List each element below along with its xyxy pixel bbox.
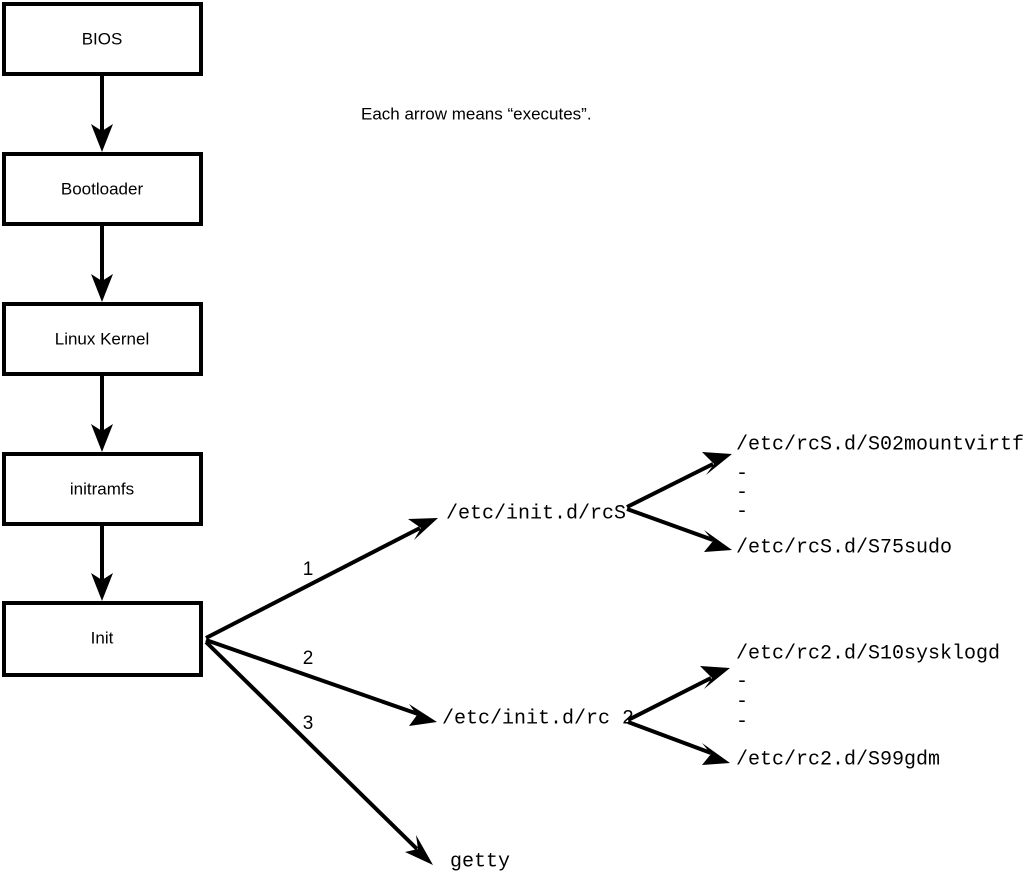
stage-box-linux-kernel: Linux Kernel (2, 302, 203, 376)
label-init-d-rcs: /etc/init.d/rcS (446, 502, 626, 525)
kernel-box-label: Linux Kernel (55, 329, 150, 348)
bootloader-box-outline (2, 152, 203, 226)
arrow-rc2-to-first-script (627, 666, 730, 722)
arrowhead-branch-3 (405, 835, 433, 865)
arrowhead-rc2-last (702, 743, 730, 765)
branch-number-3: 3 (303, 713, 314, 734)
arrowhead-branch-2 (409, 704, 437, 726)
initramfs-box-outline (2, 452, 203, 526)
arrowhead-bootloader-kernel (91, 274, 113, 302)
init-box-outline (2, 601, 203, 677)
initramfs-box-label: initramfs (70, 479, 134, 498)
label-rc2-last-script: /etc/rc2.d/S99gdm (736, 748, 940, 771)
label-rcs-last-script: /etc/rcS.d/S75sudo (736, 536, 952, 559)
arrow-rcs-to-first-script (626, 452, 732, 509)
arrowhead-initramfs-init (91, 573, 113, 601)
stage-box-bios: BIOS (2, 2, 203, 76)
branch-number-2: 2 (303, 648, 314, 669)
bios-box-outline (2, 2, 203, 76)
stage-box-bootloader: Bootloader (2, 152, 203, 226)
kernel-box-outline (2, 302, 203, 376)
arrowhead-rc2-first (700, 666, 730, 689)
rc2-ellipsis-dash-3: - (736, 710, 748, 733)
branch-number-1: 1 (303, 559, 314, 580)
bios-box-label: BIOS (82, 29, 123, 48)
rcs-ellipsis-dash-3: - (736, 500, 748, 523)
arrow-initramfs-to-init (91, 526, 113, 601)
diagram-caption: Each arrow means “executes”. (361, 104, 592, 123)
label-init-d-rc2: /etc/init.d/rc 2 (442, 707, 634, 730)
stage-box-initramfs: initramfs (2, 452, 203, 526)
arrow-init-branch-1 (205, 518, 438, 640)
arrowhead-kernel-initramfs (91, 424, 113, 452)
arrow-kernel-to-initramfs (91, 376, 113, 452)
rcs-ellipsis-dash-1: - (736, 462, 748, 485)
arrow-init-branch-2 (205, 638, 437, 726)
bootloader-box-label: Bootloader (61, 179, 144, 198)
arrowhead-branch-1 (408, 518, 438, 540)
rcs-ellipsis-dash-2: - (736, 481, 748, 504)
arrow-init-branch-3 (204, 640, 433, 865)
arrow-bootloader-to-kernel (91, 226, 113, 302)
label-rcs-first-script: /etc/rcS.d/S02mountvirtfs (736, 433, 1024, 456)
arrowhead-bios-bootloader (91, 124, 113, 152)
arrowhead-rcs-last (704, 530, 732, 552)
rc2-ellipsis-dash-2: - (736, 690, 748, 713)
arrow-rc2-to-last-script (627, 720, 730, 765)
stage-box-init: Init (2, 601, 203, 677)
arrow-rcs-to-last-script (626, 507, 732, 552)
init-box-label: Init (91, 628, 114, 647)
arrowhead-rcs-first (702, 452, 732, 475)
rc2-ellipsis-dash-1: - (736, 670, 748, 693)
label-getty: getty (450, 850, 510, 873)
arrow-bios-to-bootloader (91, 76, 113, 152)
label-rc2-first-script: /etc/rc2.d/S10sysklogd (736, 642, 1000, 665)
